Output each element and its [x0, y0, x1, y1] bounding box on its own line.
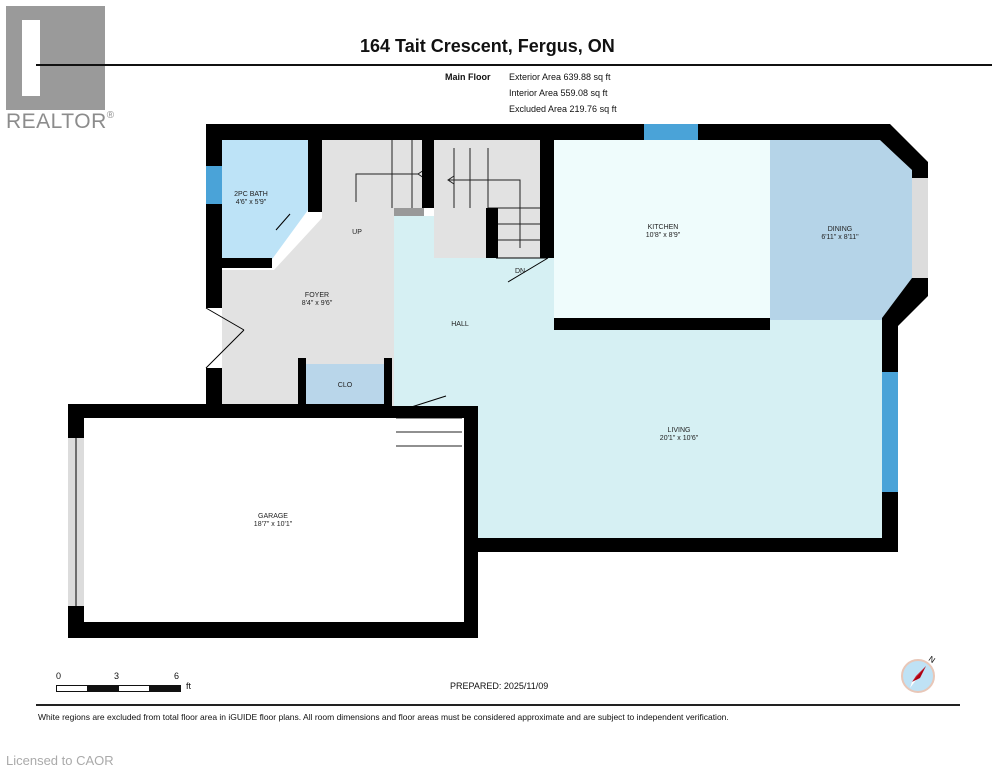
- license-watermark: Licensed to CAOR: [6, 753, 114, 768]
- window: [644, 124, 698, 140]
- stairs-up-label: UP: [352, 229, 362, 236]
- excluded-area: Excluded Area 219.76 sq ft: [509, 104, 617, 114]
- window: [912, 178, 928, 278]
- garage-fill: [84, 418, 464, 622]
- realtor-logo-text: REALTOR®: [6, 110, 115, 133]
- closet-fill: [306, 364, 384, 406]
- header-divider: [36, 64, 992, 66]
- floor-label: Main Floor: [445, 72, 491, 82]
- exterior-area: Exterior Area 639.88 sq ft: [509, 72, 611, 82]
- prepared-date: PREPARED: 2025/11/09: [450, 681, 549, 691]
- stairs-down-label: DN: [514, 268, 526, 275]
- realtor-logo: [6, 6, 105, 110]
- footer-divider: [36, 704, 960, 706]
- kitchen-fill: [554, 140, 770, 320]
- disclaimer: White regions are excluded from total fl…: [38, 712, 729, 722]
- svg-text:N: N: [927, 654, 937, 665]
- stairs-up: [322, 140, 422, 210]
- interior-area: Interior Area 559.08 sq ft: [509, 88, 608, 98]
- compass-icon: N: [901, 654, 937, 693]
- page-title: 164 Tait Crescent, Fergus, ON: [360, 36, 615, 56]
- room-label-closet: CLO: [337, 382, 353, 389]
- window: [882, 372, 898, 492]
- room-label-hall: HALL: [451, 321, 469, 328]
- window: [206, 166, 222, 204]
- dining-fill: [770, 140, 912, 320]
- bath-fill: [222, 140, 308, 262]
